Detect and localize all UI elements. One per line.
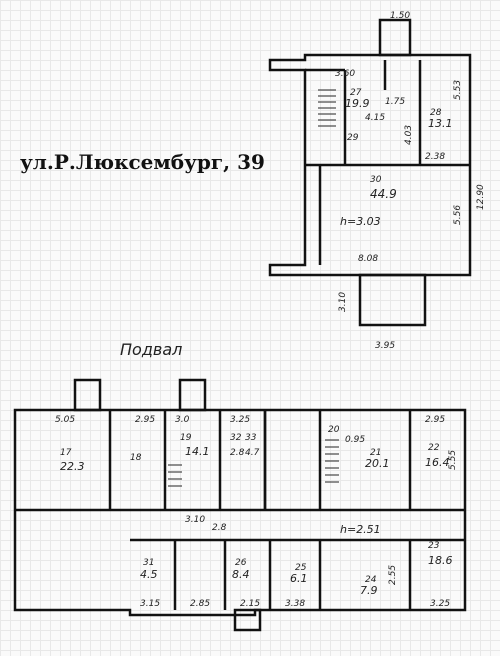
room-32-id: 32: [230, 433, 242, 443]
room-19-area: 14.1: [185, 445, 210, 458]
room-28-area: 13.1: [428, 117, 453, 130]
basement-stair-box-center: [178, 378, 207, 412]
basement-entrance: [233, 608, 262, 632]
room-24-id: 24: [365, 575, 377, 585]
room-23-id: 23: [428, 541, 440, 551]
room-27-area: 19.9: [345, 97, 370, 110]
upper-dim-0: 5.53: [453, 80, 463, 100]
room-19-id: 19: [180, 433, 192, 443]
room-17-id: 17: [60, 448, 72, 458]
upper-top-dim: 1.50: [390, 11, 410, 21]
basement-dim-13: 5.55: [448, 450, 458, 470]
room-30-height: h=3.03: [340, 215, 381, 228]
address-title: ул.Р.Люксембург, 39: [20, 150, 265, 174]
room-22-id: 22: [428, 443, 440, 453]
basement-caption: Подвал: [120, 340, 182, 359]
basement-outline: [13, 408, 467, 617]
upper-bottom-dim: 3.95: [375, 341, 395, 351]
room-31-id: 31: [143, 558, 154, 568]
room-28-id: 28: [430, 108, 442, 118]
room-32-area: 2.8: [230, 448, 245, 458]
upper-dim-1: 4.03: [404, 125, 414, 145]
room-30-area: 44.9: [370, 187, 397, 201]
basement-dim-11: 2.95: [425, 415, 445, 425]
basement-dim-4: 3.10: [185, 515, 205, 525]
basement-dim-10: 3.25: [430, 599, 450, 609]
upper-stair-box: [378, 18, 412, 57]
basement-dim-1: 2.95: [135, 415, 155, 425]
basement-dim-9: 3.38: [285, 599, 305, 609]
upper-floor-outline: [268, 53, 472, 277]
room-31-area: 4.5: [140, 568, 158, 581]
room-26-area: 8.4: [232, 568, 250, 581]
room-25-area: 6.1: [290, 572, 308, 585]
upper-side-dim: 3.10: [338, 292, 348, 312]
basement-stair-box-left: [73, 378, 102, 412]
basement-dim-8: 2.15: [240, 599, 260, 609]
room-26-id: 26: [235, 558, 247, 568]
upper-dim-4: 8.08: [358, 254, 378, 264]
room-27-extra: 1.75: [385, 97, 405, 107]
upper-dim-2: 2.38: [425, 152, 445, 162]
basement-dim-0: 5.05: [55, 415, 75, 425]
upper-dim-3: 5.56: [453, 205, 463, 225]
room-20-id: 20: [328, 425, 340, 435]
upper-porch: [358, 273, 427, 327]
room-24-area: 7.9: [360, 584, 378, 597]
upper-right-dim: 12.90: [476, 184, 486, 210]
basement-dim-5: 2.8: [212, 523, 227, 533]
basement-dim-6: 3.15: [140, 599, 160, 609]
upper-left-top-dim: 3.60: [335, 69, 355, 79]
room-21-id: 21: [370, 448, 381, 458]
room-25-id: 25: [295, 563, 307, 573]
upper-dim-5: 4.15: [365, 113, 385, 123]
basement-height: h=2.51: [340, 523, 381, 536]
room-17-area: 22.3: [60, 460, 85, 473]
basement-dim-2: 3.0: [175, 415, 190, 425]
room-18-id: 18: [130, 453, 142, 463]
room-23-area: 18.6: [428, 554, 453, 567]
room-33-id: 33: [245, 433, 257, 443]
room-27-id: 27: [350, 88, 362, 98]
room-29-id: 29: [347, 133, 359, 143]
basement-dim-7: 2.85: [190, 599, 210, 609]
room-30-id: 30: [370, 175, 382, 185]
room-22-area: 16.4: [425, 456, 450, 469]
room-20-area: 0.95: [345, 435, 365, 445]
basement-dim-12: 2.55: [388, 565, 398, 585]
basement-dim-3: 3.25: [230, 415, 250, 425]
room-33-area: 4.7: [245, 448, 260, 458]
room-21-area: 20.1: [365, 457, 390, 470]
